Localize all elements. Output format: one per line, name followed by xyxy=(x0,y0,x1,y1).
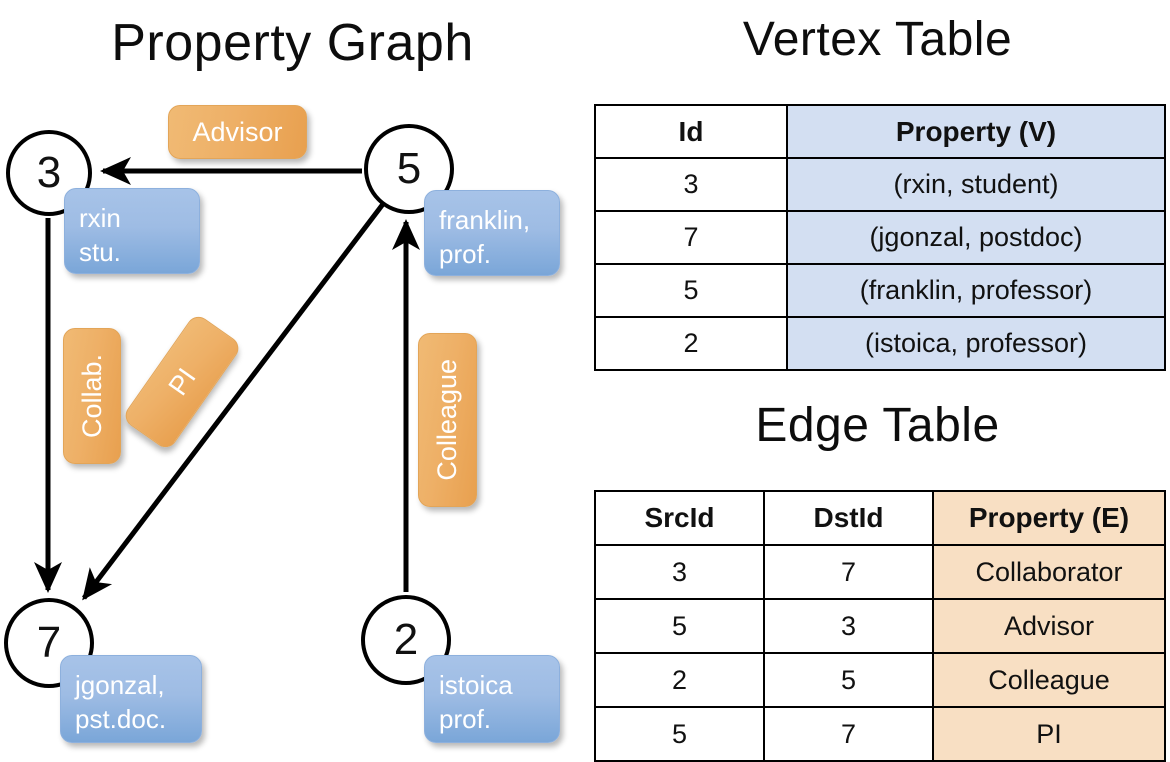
table-row: 7 (jgonzal, postdoc) xyxy=(594,210,1166,265)
graph-node-2-label: 2 xyxy=(393,615,419,664)
edge-label-colleague-text: Colleague xyxy=(432,359,462,481)
edge-cell-dst: 7 xyxy=(763,706,934,762)
graph-node-5[interactable]: 5 xyxy=(364,124,454,214)
edge-label-collab-text: Collab. xyxy=(76,353,107,439)
vertex-property-3-line1: rxin xyxy=(79,203,121,233)
vertex-cell-property: (jgonzal, postdoc) xyxy=(786,210,1166,265)
edge-table-header-dstid: DstId xyxy=(763,490,934,546)
table-row: 2 5 Colleague xyxy=(594,652,1166,708)
page-title-property-graph: Property Graph xyxy=(111,14,474,72)
edge-label-colleague: Colleague xyxy=(418,333,477,507)
vertex-property-7-line2: pst.doc. xyxy=(75,704,167,734)
vertex-table-header-row: Id Property (V) xyxy=(594,104,1166,159)
vertex-property-box-2: istoica prof. xyxy=(424,655,560,743)
vertex-property-box-3: rxin stu. xyxy=(64,188,200,274)
vertex-cell-property: (rxin, student) xyxy=(786,157,1166,212)
edge-table-header-row: SrcId DstId Property (E) xyxy=(594,490,1166,546)
edge-cell-property: Colleague xyxy=(932,652,1166,708)
edge-5-to-7 xyxy=(82,202,385,601)
edge-label-advisor-text: Advisor xyxy=(192,116,283,147)
graph-node-7-label: 7 xyxy=(36,618,62,667)
edge-cell-dst: 7 xyxy=(763,544,934,600)
page-title-vertex-table: Vertex Table xyxy=(742,13,1013,66)
vertex-cell-id: 7 xyxy=(594,210,788,265)
edge-label-advisor: Advisor xyxy=(168,105,307,159)
table-row: 5 3 Advisor xyxy=(594,598,1166,654)
vertex-cell-id: 5 xyxy=(594,263,788,318)
vertex-property-2-line2: prof. xyxy=(439,704,492,734)
graph-node-5-label: 5 xyxy=(396,144,422,193)
vertex-cell-id: 3 xyxy=(594,157,788,212)
table-row: 5 7 PI xyxy=(594,706,1166,762)
vertex-property-box-7: jgonzal, pst.doc. xyxy=(60,655,202,743)
vertex-property-5-line2: prof. xyxy=(439,239,492,269)
edge-table: SrcId DstId Property (E) 3 7 Collaborato… xyxy=(594,490,1166,762)
page-title-edge-table: Edge Table xyxy=(755,399,1000,452)
graph-node-3-label: 3 xyxy=(36,148,62,197)
vertex-property-7-line1: jgonzal, xyxy=(75,670,165,700)
edge-cell-dst: 3 xyxy=(763,598,934,654)
vertex-cell-id: 2 xyxy=(594,316,788,371)
vertex-cell-property: (franklin, professor) xyxy=(786,263,1166,318)
vertex-property-5-line1: franklin, xyxy=(439,205,531,235)
vertex-property-2-line1: istoica xyxy=(439,670,513,700)
vertex-table: Id Property (V) 3 (rxin, student) 7 (jgo… xyxy=(594,104,1166,371)
edge-label-collab: Collab. xyxy=(63,328,121,464)
graph-node-2[interactable]: 2 xyxy=(361,595,451,685)
graph-edges-svg xyxy=(34,157,420,601)
edge-label-pi-text: PI xyxy=(161,362,202,401)
table-row: 3 7 Collaborator xyxy=(594,544,1166,600)
vertex-table-header-id: Id xyxy=(594,104,788,159)
table-row: 3 (rxin, student) xyxy=(594,157,1166,212)
table-row: 2 (istoica, professor) xyxy=(594,316,1166,371)
edge-cell-src: 2 xyxy=(594,652,765,708)
edge-cell-property: Collaborator xyxy=(932,544,1166,600)
edge-cell-property: PI xyxy=(932,706,1166,762)
vertex-property-3-line2: stu. xyxy=(79,237,121,267)
vertex-cell-property: (istoica, professor) xyxy=(786,316,1166,371)
table-row: 5 (franklin, professor) xyxy=(594,263,1166,318)
edge-cell-src: 3 xyxy=(594,544,765,600)
edge-table-header-srcid: SrcId xyxy=(594,490,765,546)
edge-cell-src: 5 xyxy=(594,598,765,654)
vertex-property-box-5: franklin, prof. xyxy=(424,190,560,276)
edge-cell-dst: 5 xyxy=(763,652,934,708)
property-graph-diagram: 3 5 7 2 rxin stu. franklin, prof. jgonza… xyxy=(0,0,585,760)
edge-cell-src: 5 xyxy=(594,706,765,762)
edge-cell-property: Advisor xyxy=(932,598,1166,654)
vertex-table-header-property: Property (V) xyxy=(786,104,1166,159)
edge-table-header-property: Property (E) xyxy=(932,490,1166,546)
